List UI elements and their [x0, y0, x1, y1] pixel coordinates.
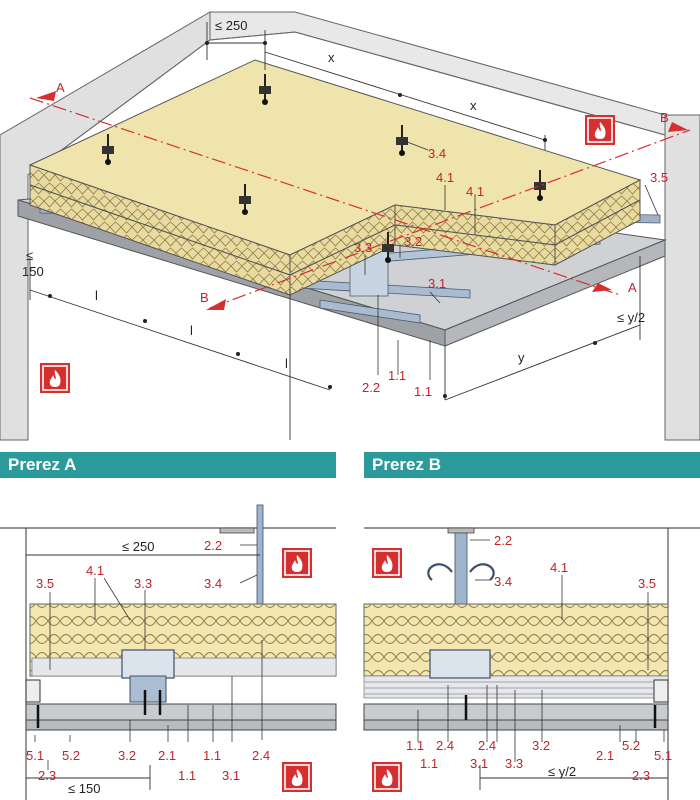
sec-a-label-r5: 2.1 — [158, 748, 176, 763]
iso-dim-l1: l — [95, 288, 98, 303]
sec-a-label-r6: 1.1 — [178, 768, 196, 783]
sec-b-fire-icon-top — [371, 547, 403, 579]
sec-a-leaders — [34, 544, 263, 770]
sec-b-dimensions — [479, 765, 668, 790]
iso-dim-l3: l — [285, 356, 288, 371]
iso-label-ins2: 4.1 — [466, 184, 484, 199]
iso-label-board1: 1.1 — [388, 368, 406, 383]
sec-a-label-r7: 1.1 — [203, 748, 221, 763]
sec-b-label-r1: 1.1 — [406, 738, 424, 753]
sec-a-label-clip: 2.2 — [204, 538, 222, 553]
sec-b-label-r4: 3.1 — [470, 756, 488, 771]
sec-a-label-conn: 3.3 — [134, 576, 152, 591]
sec-a-dim-250: ≤ 250 — [122, 539, 154, 554]
sec-b-label-hanger: 3.4 — [494, 574, 512, 589]
sec-b-label-r5: 2.4 — [478, 738, 496, 753]
iso-label-clip: 2.2 — [362, 380, 380, 395]
sec-a-fire-icon-bottom — [281, 761, 313, 793]
sec-b-label-r6: 3.3 — [505, 756, 523, 771]
sec-a-structure — [0, 504, 337, 800]
fire-icon-top — [584, 114, 616, 146]
iso-section-lines — [29, 97, 691, 309]
sec-a-label-r4: 3.2 — [118, 748, 136, 763]
sec-a-label-hanger: 3.4 — [204, 576, 222, 591]
sec-a-label-r3: 2.3 — [38, 768, 56, 783]
sec-b-label-ins: 4.1 — [550, 560, 568, 575]
iso-label-hanger: 3.4 — [428, 146, 446, 161]
iso-room-walls — [0, 11, 700, 441]
section-b-header: Prerez B — [364, 452, 700, 478]
iso-leader-lines — [364, 139, 659, 380]
iso-dim-150-b: 150 — [22, 264, 44, 279]
sec-a-label-r8: 3.1 — [222, 768, 240, 783]
iso-section-arrows — [36, 91, 688, 310]
iso-label-board2: 1.1 — [414, 384, 432, 399]
sec-a-label-r9: 2.4 — [252, 748, 270, 763]
sec-b-label-edge: 3.5 — [638, 576, 656, 591]
sec-b-label-r3: 2.4 — [436, 738, 454, 753]
sec-a-fire-icon-top — [281, 547, 313, 579]
sec-b-label-r9: 5.2 — [622, 738, 640, 753]
sec-a-dimensions — [26, 554, 260, 790]
iso-mark-a-left: A — [56, 80, 65, 95]
iso-mark-b-right: B — [660, 110, 669, 125]
iso-dim-250: ≤ 250 — [215, 18, 247, 33]
iso-dim-y2: ≤ y/2 — [617, 310, 645, 325]
sec-b-label-r7: 3.2 — [532, 738, 550, 753]
iso-hangers — [102, 74, 546, 263]
iso-label-edge: 3.5 — [650, 170, 668, 185]
sec-a-label-r2: 5.2 — [62, 748, 80, 763]
iso-insulation — [28, 59, 642, 296]
iso-dimension-ticks — [48, 41, 597, 398]
iso-dim-l2: l — [190, 323, 193, 338]
sec-b-label-r11: 5.1 — [654, 748, 672, 763]
sec-b-label-r8: 2.1 — [596, 748, 614, 763]
fire-icon-left — [39, 362, 71, 394]
sec-a-label-r1: 5.1 — [26, 748, 44, 763]
sec-b-label-r2: 1.1 — [420, 756, 438, 771]
iso-label-main: 3.2 — [404, 234, 422, 249]
section-a-header: Prerez A — [0, 452, 336, 478]
iso-dim-150-a: ≤ — [26, 248, 33, 263]
iso-label-ins1: 4.1 — [436, 170, 454, 185]
sec-b-label-clip: 2.2 — [494, 533, 512, 548]
sec-b-label-r10: 2.3 — [632, 768, 650, 783]
iso-dim-x2: x — [470, 98, 477, 113]
iso-mark-b-left: B — [200, 290, 209, 305]
iso-mark-a-right: A — [628, 280, 637, 295]
iso-label-cross: 3.1 — [428, 276, 446, 291]
sec-b-dim-y2: ≤ y/2 — [548, 764, 576, 779]
iso-dim-y: y — [518, 350, 525, 365]
iso-dimension-lines — [29, 22, 641, 440]
sec-b-fire-icon-bottom — [371, 761, 403, 793]
iso-label-conn: 3.3 — [354, 240, 372, 255]
sec-a-label-edge: 3.5 — [36, 576, 54, 591]
sec-b-structure — [363, 527, 700, 800]
sec-a-label-ins: 4.1 — [86, 563, 104, 578]
sec-b-leaders — [417, 539, 665, 762]
iso-dim-x1: x — [328, 50, 335, 65]
sec-a-dim-150: ≤ 150 — [68, 781, 100, 796]
